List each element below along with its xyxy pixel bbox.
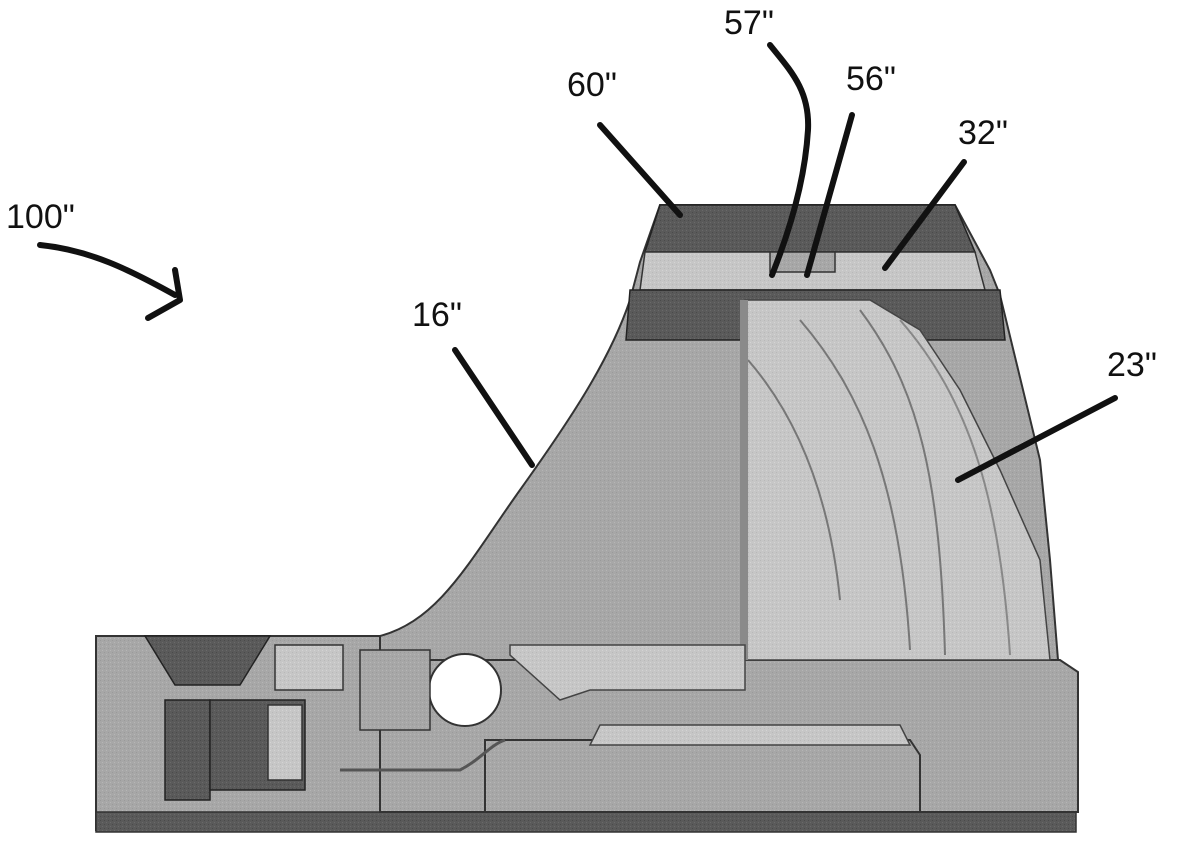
label-57: 57" (724, 4, 774, 42)
label-100: 100" (6, 198, 75, 236)
post (274, 644, 344, 691)
partition (740, 300, 748, 660)
leader-23 (955, 395, 1118, 483)
label-60: 60" (567, 66, 617, 104)
battery-contact (588, 724, 912, 746)
side-post (359, 649, 431, 731)
leader-32 (882, 159, 967, 271)
leader-16 (452, 347, 535, 468)
flex-circuit (340, 738, 506, 772)
label-16: 16" (412, 296, 462, 334)
lens-curve-2 (799, 319, 911, 651)
emitter-channel (509, 644, 746, 701)
arrowhead-100 (145, 267, 183, 321)
led-element (267, 704, 303, 781)
label-32: 32" (958, 114, 1008, 152)
label-56: 56" (846, 60, 896, 98)
base-rail (95, 811, 1077, 833)
lens-curve-3 (859, 309, 946, 656)
leader-100 (37, 242, 178, 298)
leader-57 (767, 42, 812, 278)
lens-curve-4 (899, 319, 1011, 656)
leader-60 (597, 122, 683, 218)
screw-head (143, 635, 272, 686)
label-23: 23" (1107, 346, 1157, 384)
battery-compartment (484, 739, 921, 813)
lens-curve-1 (747, 359, 841, 601)
bore-hole (428, 653, 502, 727)
lens-window (744, 299, 1051, 661)
leader-56 (804, 112, 855, 278)
screw-shank (164, 699, 211, 801)
